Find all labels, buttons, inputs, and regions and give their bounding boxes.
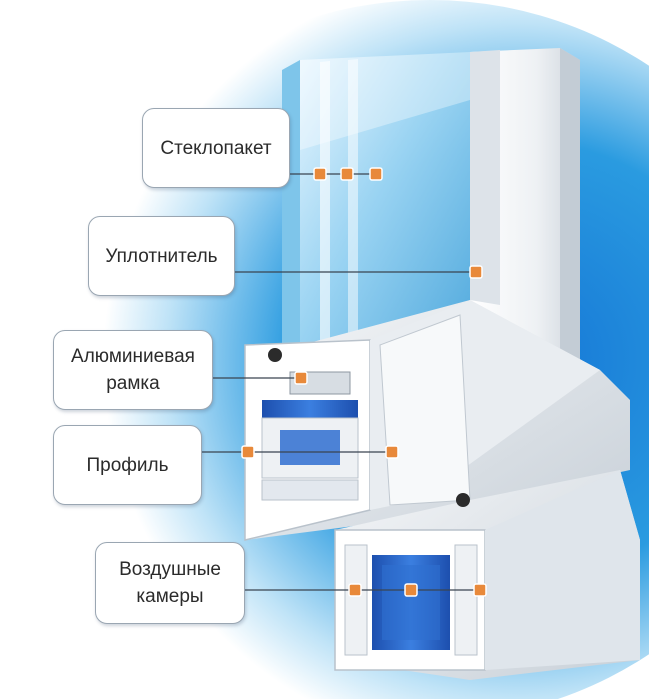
callout-aluminum-frame: Алюминиевая рамка: [53, 330, 213, 410]
glazing-unit-glass: [282, 52, 470, 380]
label-glazing-unit: Стеклопакет: [160, 137, 272, 159]
marker-glazing-3: [369, 167, 383, 181]
label-air-chambers-line2: камеры: [136, 586, 204, 607]
callout-glazing-unit: Стеклопакет: [142, 108, 290, 188]
marker-air-chamber-3: [473, 583, 487, 597]
marker-profile-2: [385, 445, 399, 459]
sash-profile: [244, 300, 630, 541]
marker-aluminum-frame: [294, 371, 308, 385]
label-aluminum-frame-line1: Алюминиевая: [71, 346, 195, 367]
frame-profile: [334, 470, 640, 680]
callout-seal: Уплотнитель: [88, 216, 235, 296]
marker-glazing-2: [340, 167, 354, 181]
marker-profile-1: [241, 445, 255, 459]
markers: [241, 167, 487, 597]
leader-lines: [202, 173, 480, 591]
label-aluminum-frame-line2: рамка: [106, 373, 160, 394]
marker-glazing-1: [313, 167, 327, 181]
callout-air-chambers: Воздушные камеры: [95, 542, 245, 624]
label-seal: Уплотнитель: [105, 245, 218, 267]
label-air-chambers-line1: Воздушные: [119, 559, 221, 580]
marker-air-chamber-1: [348, 583, 362, 597]
callout-profile: Профиль: [53, 425, 202, 505]
marker-seal: [469, 265, 483, 279]
marker-air-chamber-2: [404, 583, 418, 597]
label-profile: Профиль: [86, 454, 169, 476]
